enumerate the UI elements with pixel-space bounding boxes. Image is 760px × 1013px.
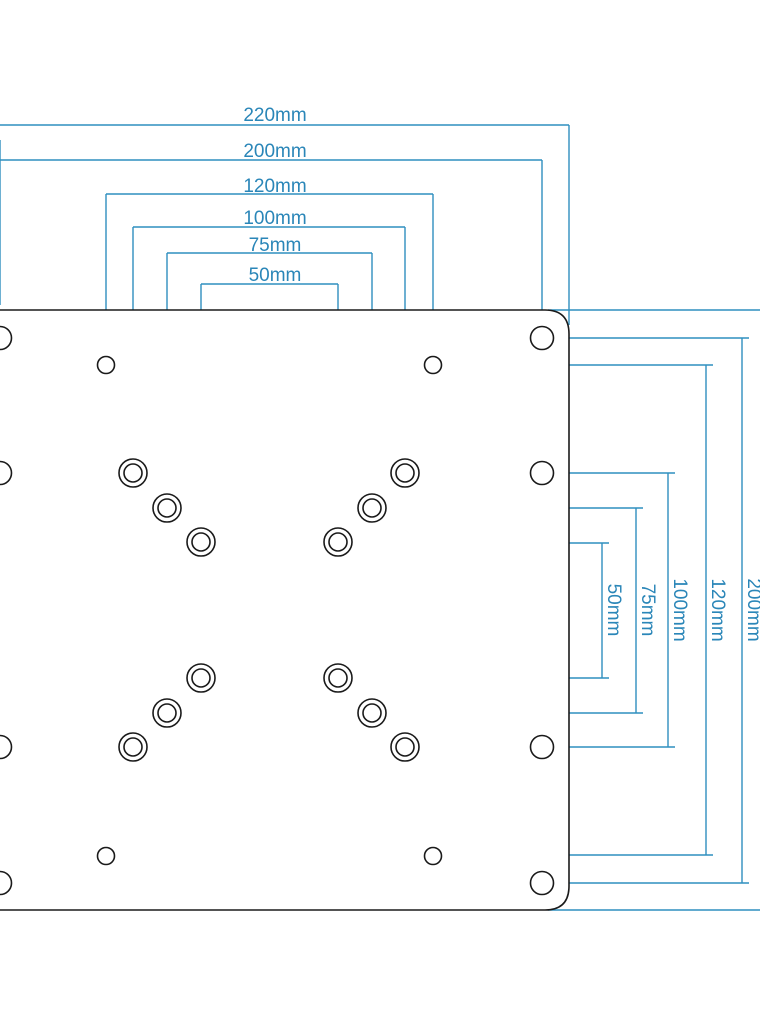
label-vertical-120mm: 120mm xyxy=(707,578,728,641)
label-75mm: 75mm xyxy=(249,235,302,256)
hole-100-2-inner xyxy=(123,737,143,757)
hole-120-3 xyxy=(423,846,443,866)
hole-100-1-inner xyxy=(395,463,415,483)
hole-200-5 xyxy=(0,460,13,486)
label-vertical-100mm: 100mm xyxy=(669,578,690,641)
hole-200-1 xyxy=(529,460,555,486)
label-vertical-200mm: 200mm xyxy=(743,578,760,641)
hole-120-1 xyxy=(423,355,443,375)
label-100mm: 100mm xyxy=(243,208,306,229)
hole-100-3-inner xyxy=(395,737,415,757)
label-vertical-50mm: 50mm xyxy=(603,584,624,637)
hole-50-1-inner xyxy=(328,532,348,552)
label-120mm: 120mm xyxy=(243,176,306,197)
hole-200-6 xyxy=(0,734,13,760)
plate-outline xyxy=(0,309,570,911)
hole-200-2 xyxy=(529,734,555,760)
hole-50-0-inner xyxy=(191,532,211,552)
hole-200-7 xyxy=(0,870,13,896)
label-50mm: 50mm xyxy=(249,265,302,286)
hole-75-0-inner xyxy=(157,498,177,518)
hole-200-4 xyxy=(0,325,13,351)
hole-75-1-inner xyxy=(362,498,382,518)
mounting-holes xyxy=(0,325,555,896)
dimension-labels: 220mm 200mm 120mm 100mm 75mm 50mm 50mm 7… xyxy=(243,105,760,642)
label-200mm: 200mm xyxy=(243,141,306,162)
hole-75-2-inner xyxy=(157,703,177,723)
label-vertical-75mm: 75mm xyxy=(637,584,658,637)
label-220mm: 220mm xyxy=(243,105,306,126)
hole-50-2-inner xyxy=(191,668,211,688)
mounting-plate xyxy=(0,309,570,911)
hole-200-0 xyxy=(529,325,555,351)
hole-120-0 xyxy=(96,355,116,375)
hole-120-2 xyxy=(96,846,116,866)
hole-200-3 xyxy=(529,870,555,896)
hole-75-3-inner xyxy=(362,703,382,723)
hole-100-0-inner xyxy=(123,463,143,483)
hole-50-3-inner xyxy=(328,668,348,688)
